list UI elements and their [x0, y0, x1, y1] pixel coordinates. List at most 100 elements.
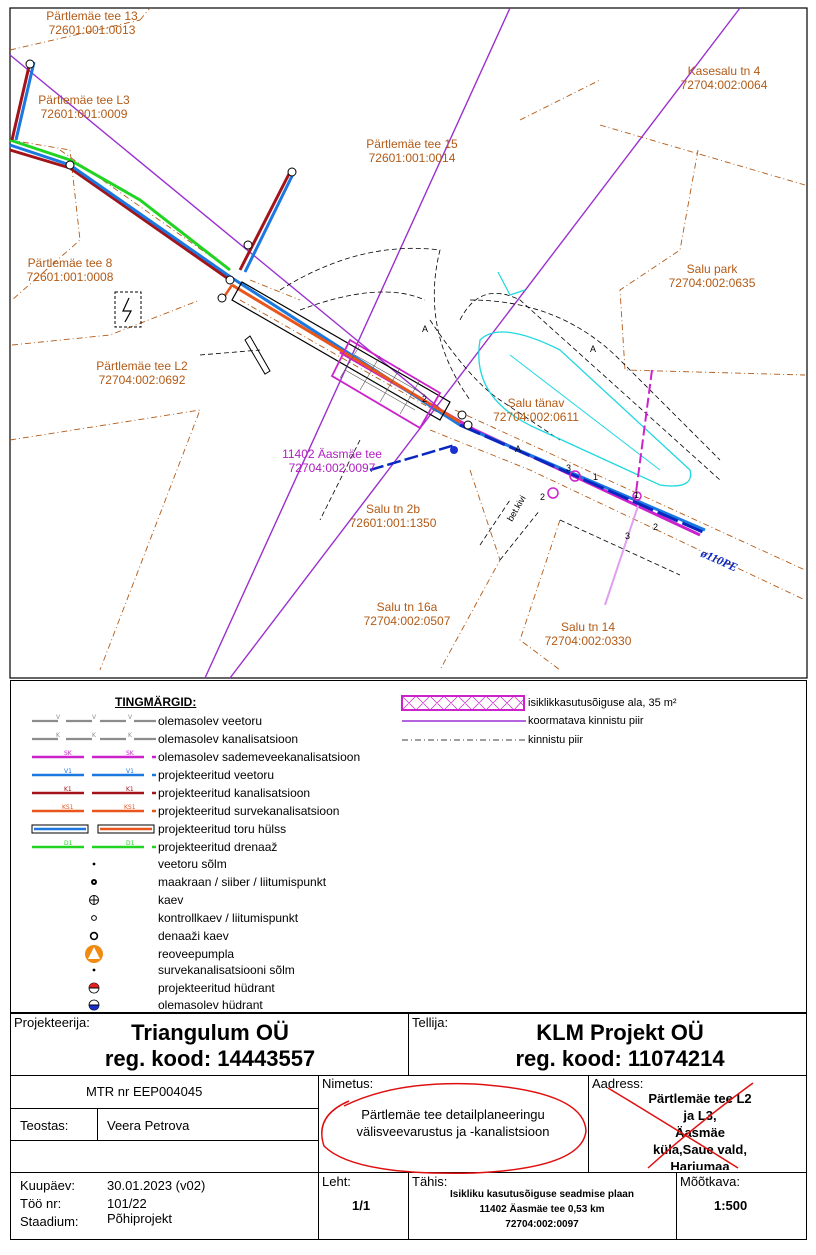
- legend-item-pump: reoveepumpla: [30, 944, 390, 964]
- legend-item-inspection: kontrollkaev / liitumispunkt: [30, 910, 390, 926]
- mark-1-a: 1: [593, 472, 598, 482]
- doer-label: Teostas:: [20, 1118, 69, 1133]
- pump-station-icon: [85, 945, 103, 963]
- mark-2-b: 2: [422, 394, 427, 404]
- servitude-area: [330, 338, 442, 430]
- legend-item-water-node: veetoru sõlm: [30, 856, 390, 872]
- pipe-sleeve: [231, 281, 451, 421]
- drainage-line: [9, 138, 231, 272]
- svg-text:D1: D1: [64, 840, 73, 847]
- project-name: Pärtlemäe tee detailplaneeringu välisvee…: [356, 1107, 550, 1139]
- doer-name: Veera Petrova: [107, 1118, 190, 1133]
- inspection-well-icon: [91, 915, 97, 921]
- mark-a-1: A: [422, 324, 428, 334]
- legend-parcel-boundary: kinnistu piir: [402, 734, 584, 746]
- legend-item-pressure-node: survekanalisatsiooni sõlm: [30, 962, 390, 978]
- pipe-diameter-label: ø110PE: [698, 546, 740, 575]
- svg-text:KS1: KS1: [124, 804, 136, 811]
- stage-value: Põhiprojekt: [107, 1211, 173, 1226]
- stage-label: Staadium:: [20, 1214, 79, 1229]
- legend-item-proj-hydrant: projekteeritud hüdrant: [30, 980, 390, 996]
- manholes: [25, 59, 473, 430]
- name-label: Nimetus:: [322, 1076, 374, 1091]
- svg-text:K1: K1: [64, 786, 72, 793]
- svg-text:SK: SK: [64, 750, 73, 757]
- svg-text:D1: D1: [126, 840, 135, 847]
- mark-a-3: A: [515, 444, 521, 454]
- hydrant-icon: [450, 446, 458, 454]
- designer-label: Projekteerija:: [14, 1015, 90, 1030]
- svg-text:K1: K1: [126, 786, 134, 793]
- existing-hydrant-icon: [88, 999, 100, 1011]
- svg-text:V: V: [92, 714, 97, 721]
- mark-3-a: 3: [566, 463, 571, 473]
- address-label: Aadress:: [592, 1076, 644, 1091]
- pressure-node-icon: [92, 968, 96, 972]
- legend-title: TINGMÄRGID:: [115, 695, 197, 709]
- sheet-label: Leht:: [322, 1174, 351, 1189]
- sheet-value: 1/1: [352, 1198, 371, 1213]
- legend-servitude: isiklikkasutusõiguse ala, 35 m²: [400, 695, 800, 711]
- designer-reg: reg. kood: 14443557: [104, 1046, 316, 1071]
- mark-1-b: 1: [634, 490, 639, 500]
- red-cross-annotation: [607, 1082, 754, 1169]
- manhole-icon: [89, 895, 99, 905]
- svg-text:KS1: KS1: [62, 804, 74, 811]
- pond-outline: [478, 331, 692, 487]
- scale-label: Mõõtkava:: [680, 1174, 740, 1189]
- pressure-sewer-line: [231, 283, 461, 424]
- legend-frame: [10, 680, 807, 1013]
- road-boundaries: [9, 7, 741, 679]
- svg-text:K: K: [92, 732, 97, 739]
- scale-value: 1:500: [714, 1198, 748, 1213]
- mark-3-b: 3: [625, 531, 630, 541]
- designer-name: Triangulum OÜ: [131, 1020, 289, 1045]
- svg-text:K: K: [128, 732, 133, 739]
- client-label: Tellija:: [412, 1015, 449, 1030]
- legend-item-drain-well: denaaži kaev: [30, 928, 390, 944]
- drawing-mark: Isikliku kasutusõiguse seadmise plaan 11…: [450, 1189, 634, 1230]
- mark-2-c: 2: [540, 492, 545, 502]
- red-ellipse-annotation: [321, 1082, 587, 1175]
- node-icon: [92, 862, 96, 866]
- projected-hydrant-icon: [88, 982, 100, 994]
- bet-kivi-label: bet.kivi: [505, 494, 528, 523]
- legend-encumbered-boundary: koormatava kinnistu piir: [402, 715, 644, 727]
- mtr-number: MTR nr EEP004045: [86, 1084, 203, 1099]
- svg-text:K: K: [56, 732, 61, 739]
- work-value: 101/22: [107, 1196, 147, 1211]
- date-value: 30.01.2023 (v02): [107, 1178, 206, 1193]
- contour-lines: [199, 247, 721, 576]
- svg-text:V: V: [56, 714, 61, 721]
- address-value: Pärtlemäe tee L2 ja L3, Äasmäe küla,Saue…: [648, 1091, 752, 1170]
- date-label: Kuupäev:: [20, 1178, 75, 1193]
- svg-text:V1: V1: [126, 768, 134, 775]
- legend-item-valve: maakraan / siiber / liitumispunkt: [30, 874, 390, 890]
- valve-icon: [91, 879, 97, 885]
- legend-item-manhole: kaev: [30, 892, 390, 908]
- svg-text:V: V: [128, 714, 133, 721]
- client-reg: reg. kood: 11074214: [515, 1046, 725, 1071]
- mark-label: Tähis:: [412, 1174, 448, 1189]
- svg-text:SK: SK: [126, 750, 135, 757]
- legend-item-sleeve: projekteeritud toru hülss: [30, 821, 390, 837]
- client-name: KLM Projekt OÜ: [536, 1020, 704, 1045]
- site-plan-map: A A A 1 1 2 2 2 3 3 ø110PE bet.kivi: [9, 7, 808, 679]
